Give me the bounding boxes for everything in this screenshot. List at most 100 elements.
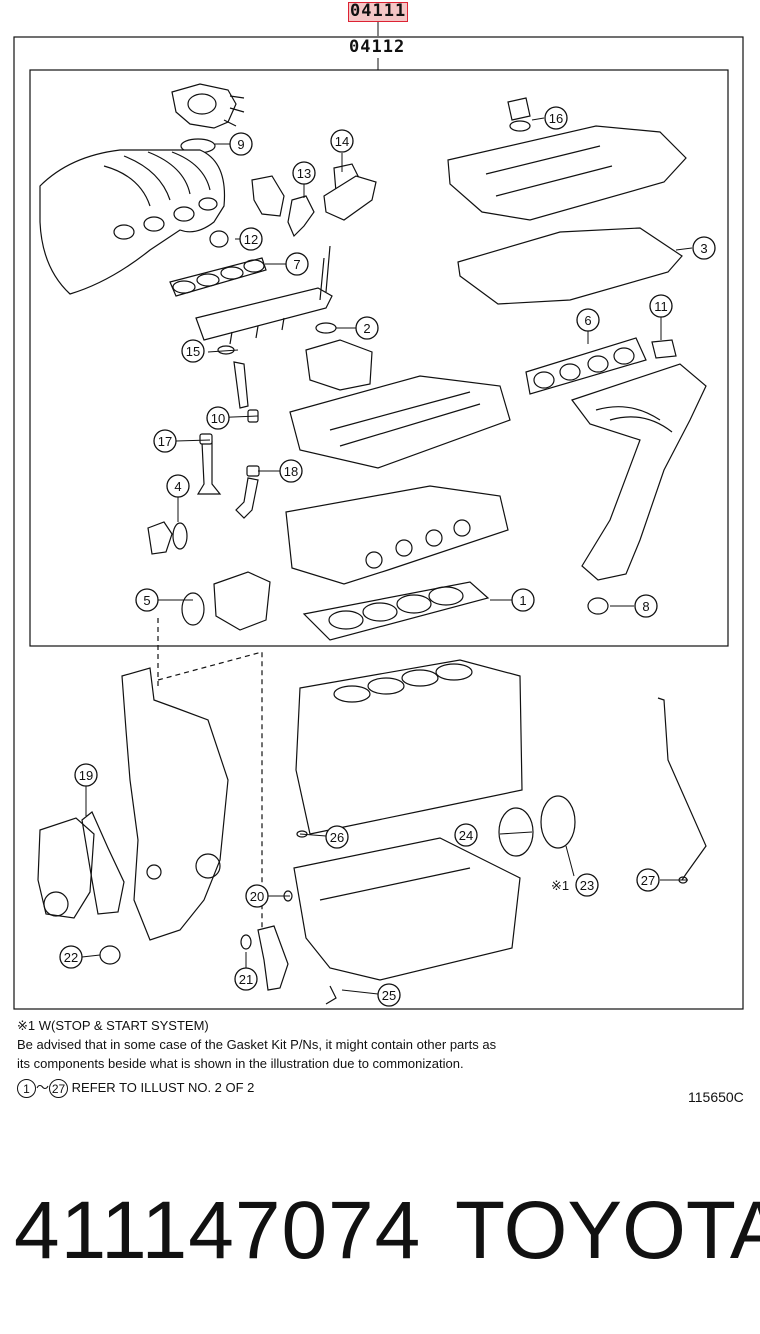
- svg-text:7: 7: [293, 257, 300, 272]
- svg-text:※1: ※1: [551, 878, 569, 893]
- gasket-26: [296, 830, 308, 838]
- exhaust-manifold: [571, 363, 707, 581]
- svg-text:5: 5: [143, 593, 150, 608]
- svg-text:22: 22: [64, 950, 78, 965]
- gasket-11: [651, 339, 677, 359]
- callout-8[interactable]: 8: [634, 594, 658, 618]
- head-cover-gasket: [457, 227, 683, 305]
- svg-text:13: 13: [297, 166, 311, 181]
- note-advisory-2: its components beside what is shown in t…: [17, 1056, 464, 1071]
- svg-text:1: 1: [519, 593, 526, 608]
- svg-text:17: 17: [158, 434, 172, 449]
- bracket: [251, 175, 285, 217]
- callout-27[interactable]: 27: [636, 868, 660, 892]
- callout-9[interactable]: 9: [229, 132, 253, 156]
- svg-text:9: 9: [237, 137, 244, 152]
- highlighted-code-box[interactable]: [348, 2, 408, 22]
- svg-text:4: 4: [174, 479, 181, 494]
- gasket-2: [315, 322, 337, 334]
- svg-text:10: 10: [211, 411, 225, 426]
- oil-filler-cap: [507, 97, 531, 121]
- callout-14[interactable]: 14: [330, 129, 354, 153]
- rear-oil-seal-24: [498, 807, 534, 857]
- head-gasket: [302, 581, 490, 641]
- callout-11[interactable]: 11: [649, 294, 673, 318]
- timing-cover: [121, 667, 229, 941]
- callout-16[interactable]: 16: [544, 106, 568, 130]
- throttle-body: [171, 83, 245, 129]
- fuel-rail: [195, 245, 333, 345]
- callout-15[interactable]: 15: [181, 339, 205, 363]
- ref-separator: ～: [36, 1080, 50, 1095]
- callout-26[interactable]: 26: [325, 825, 349, 849]
- svg-text:11: 11: [654, 299, 668, 314]
- cylinder-block: [295, 659, 523, 835]
- svg-text:2: 2: [363, 321, 370, 336]
- svg-text:27: 27: [641, 873, 655, 888]
- callout-20[interactable]: 20: [245, 884, 269, 908]
- note-advisory-1: Be advised that in some case of the Gask…: [17, 1037, 497, 1052]
- gasket-13-part: [287, 195, 315, 238]
- callout-22[interactable]: 22: [59, 945, 83, 969]
- water-pump-gasket: [81, 811, 125, 915]
- note-reference: 1～27 REFER TO ILLUST NO. 2 OF 2: [17, 1078, 255, 1099]
- brand-name: TOYOTA: [455, 1185, 760, 1276]
- callout-1[interactable]: 1: [511, 588, 535, 612]
- callout-23[interactable]: ※1 23: [551, 873, 599, 897]
- callout-5[interactable]: 5: [135, 588, 159, 612]
- part-number: 411147074: [14, 1185, 422, 1276]
- callout-12[interactable]: 12: [239, 227, 263, 251]
- svg-text:14: 14: [335, 134, 349, 149]
- gasket-4: [172, 522, 188, 550]
- callout-10[interactable]: 10: [206, 406, 230, 430]
- svg-text:23: 23: [580, 878, 594, 893]
- callout-4[interactable]: 4: [166, 474, 190, 498]
- callout-2[interactable]: 2: [355, 316, 379, 340]
- ref-callout-from[interactable]: 1: [17, 1079, 36, 1099]
- callout-21[interactable]: 21: [234, 967, 258, 991]
- bracket-2: [323, 175, 377, 221]
- svg-text:25: 25: [382, 988, 396, 1003]
- svg-text:20: 20: [250, 889, 264, 904]
- cam-housing: [289, 339, 511, 469]
- assembly-code-sub[interactable]: 04112: [349, 37, 406, 57]
- gasket-16: [509, 120, 531, 132]
- o-ring-12: [209, 230, 229, 248]
- outer-frame: [13, 36, 744, 1010]
- inner-frame: [29, 69, 729, 647]
- svg-text:19: 19: [79, 768, 93, 783]
- svg-text:26: 26: [330, 830, 344, 845]
- valve-18: [235, 477, 259, 519]
- head-cover: [447, 125, 687, 221]
- valve-17: [196, 441, 222, 495]
- note-stop-start: ※1 W(STOP & START SYSTEM): [17, 1018, 209, 1033]
- exhaust-gasket: [525, 337, 647, 395]
- drain-plug: [325, 985, 337, 1005]
- svg-text:3: 3: [700, 241, 707, 256]
- callout-24[interactable]: 24: [454, 823, 478, 847]
- assembly-code-top[interactable]: 04111: [350, 1, 407, 21]
- intake-manifold: [39, 149, 226, 295]
- callout-18[interactable]: 18: [279, 459, 303, 483]
- svg-text:8: 8: [642, 599, 649, 614]
- callout-7[interactable]: 7: [285, 252, 309, 276]
- callout-17[interactable]: 17: [153, 429, 177, 453]
- callout-13[interactable]: 13: [292, 161, 316, 185]
- svg-text:6: 6: [584, 313, 591, 328]
- dashed-guide: [157, 618, 263, 928]
- callout-3[interactable]: 3: [692, 236, 716, 260]
- callout-19[interactable]: 19: [74, 763, 98, 787]
- svg-text:24: 24: [459, 828, 473, 843]
- callout-25[interactable]: 25: [377, 983, 401, 1007]
- svg-text:21: 21: [239, 972, 253, 987]
- ref-text: REFER TO ILLUST NO. 2 OF 2: [71, 1080, 255, 1095]
- callout-group: 1 2 3 4 5 6 7 8 9 10 11 12 13 14 15 16 1…: [59, 106, 716, 1007]
- ref-callout-to[interactable]: 27: [49, 1079, 69, 1099]
- water-pump: [37, 817, 95, 919]
- gasket-kit-diagram: 1 2 3 4 5 6 7 8 9 10 11 12 13 14 15 16 1…: [13, 22, 744, 1010]
- oil-seal-5: [181, 592, 205, 626]
- oil-strainer: [257, 925, 289, 991]
- dipstick-guide: [657, 697, 707, 881]
- svg-text:18: 18: [284, 464, 298, 479]
- callout-6[interactable]: 6: [576, 308, 600, 332]
